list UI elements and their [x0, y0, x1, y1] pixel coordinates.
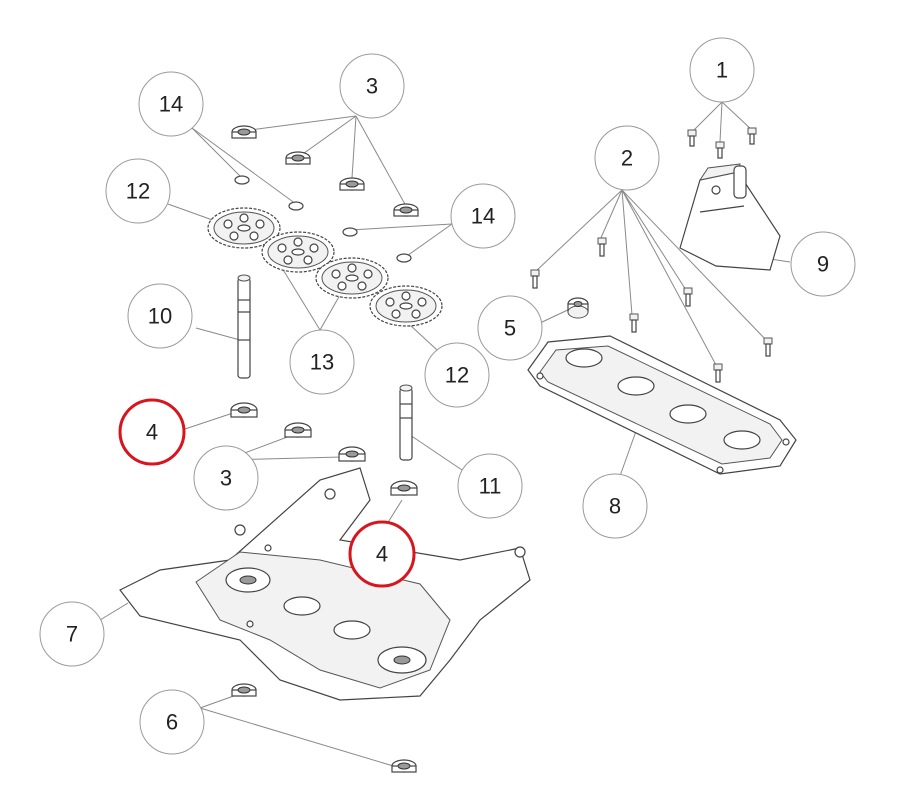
callouts: 1 2 3 14 12 14 9 5 — [39, 37, 856, 755]
callout-3-bottom: 3 — [193, 445, 259, 511]
washers-14 — [234, 175, 412, 263]
callout-8: 8 — [582, 473, 648, 539]
bearings-3-top — [231, 125, 419, 217]
callout-label: 14 — [471, 204, 495, 229]
callout-12-bottom: 12 — [424, 342, 490, 408]
callout-label: 1 — [716, 58, 728, 83]
callout-label: 3 — [220, 466, 232, 491]
spacer-5 — [567, 297, 589, 319]
bearings-lower — [230, 402, 418, 496]
plate-8 — [527, 335, 797, 475]
callout-label: 3 — [366, 74, 378, 99]
callout-14-right: 14 — [450, 183, 516, 249]
callout-label: 13 — [310, 350, 334, 375]
callout-label: 7 — [66, 622, 78, 647]
callout-label: 4 — [146, 420, 158, 445]
callout-label: 9 — [817, 252, 829, 277]
screw-set-1 — [687, 127, 757, 159]
bracket-9 — [679, 163, 781, 271]
shaft-11 — [399, 384, 413, 461]
bearings-6 — [231, 683, 417, 773]
callout-10: 10 — [127, 283, 193, 349]
shaft-10 — [237, 274, 251, 379]
callout-14-top: 14 — [138, 71, 204, 137]
callout-2: 2 — [594, 125, 660, 191]
callout-label: 4 — [376, 542, 388, 567]
callout-5: 5 — [477, 295, 543, 361]
callout-3-top: 3 — [339, 53, 405, 119]
callout-label: 11 — [479, 474, 502, 499]
callout-label: 10 — [148, 304, 172, 329]
callout-11: 11 — [457, 453, 523, 519]
callout-4-left-highlighted: 4 — [118, 398, 186, 466]
parts — [119, 125, 797, 773]
callout-6: 6 — [139, 689, 205, 755]
callout-label: 5 — [504, 316, 516, 341]
callout-7: 7 — [39, 601, 105, 667]
callout-4-center-highlighted: 4 — [348, 520, 416, 588]
callout-9: 9 — [790, 231, 856, 297]
callout-1: 1 — [689, 37, 755, 103]
callout-label: 6 — [166, 710, 178, 735]
callout-label: 2 — [621, 146, 633, 171]
callout-label: 12 — [445, 363, 469, 388]
callout-13: 13 — [289, 329, 355, 395]
gears-12-13 — [207, 207, 443, 327]
callout-12-top: 12 — [105, 158, 171, 224]
callout-label: 12 — [126, 179, 150, 204]
callout-label: 8 — [609, 494, 621, 519]
screw-set-2 — [530, 237, 773, 383]
callout-label: 14 — [159, 92, 183, 117]
